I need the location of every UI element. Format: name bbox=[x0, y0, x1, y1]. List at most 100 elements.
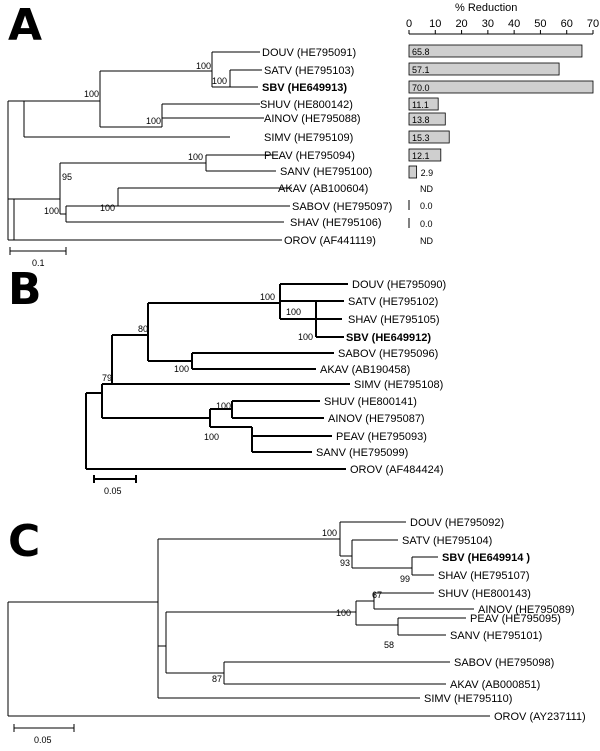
bootstrap-label: 100 bbox=[298, 332, 313, 342]
tree-a-branches bbox=[7, 51, 292, 241]
x-tick-label: 30 bbox=[482, 18, 494, 30]
bootstrap-label: 100 bbox=[188, 152, 203, 162]
taxon-label: AKAV (AB000851) bbox=[450, 679, 540, 691]
taxon-label: AKAV (AB190458) bbox=[320, 364, 410, 376]
bootstrap-label: 67 bbox=[372, 590, 382, 600]
bar-value-label: 0.0 bbox=[420, 201, 433, 211]
taxon-label: SANV (HE795100) bbox=[280, 166, 372, 178]
bootstrap-label: 100 bbox=[216, 401, 231, 411]
bootstrap-label: 100 bbox=[336, 608, 351, 618]
x-tick-label: 50 bbox=[534, 18, 546, 30]
bootstrap-label: 100 bbox=[196, 61, 211, 71]
bar-value-label: 2.9 bbox=[421, 168, 434, 178]
taxon-label: SANV (HE795101) bbox=[450, 630, 542, 642]
panel-b: B bbox=[8, 264, 446, 496]
taxon-label: SBV (HE649914 ) bbox=[442, 552, 530, 564]
taxon-label: SATV (HE795103) bbox=[264, 65, 354, 77]
taxon-label: OROV (AF484424) bbox=[350, 464, 444, 476]
bar bbox=[408, 130, 450, 144]
bar bbox=[408, 62, 560, 76]
taxon-label: SHUV (HE800141) bbox=[324, 396, 417, 408]
taxon-label: SATV (HE795102) bbox=[348, 296, 438, 308]
panel-letter-b: B bbox=[8, 264, 42, 315]
taxon-label: PEAV (HE795093) bbox=[336, 431, 427, 443]
taxon-label: SHUV (HE800143) bbox=[438, 588, 531, 600]
bootstrap-label: 100 bbox=[84, 89, 99, 99]
bar bbox=[408, 112, 446, 126]
taxon-label: AINOV (HE795087) bbox=[328, 413, 425, 425]
bootstrap-label: 100 bbox=[44, 206, 59, 216]
scale-bar-label: 0.05 bbox=[34, 735, 52, 745]
taxon-label: SABOV (HE795098) bbox=[454, 657, 554, 669]
bootstrap-label: 100 bbox=[146, 116, 161, 126]
bootstrap-label: 100 bbox=[204, 432, 219, 442]
taxon-label: SABOV (HE795096) bbox=[338, 348, 438, 360]
bootstrap-label: 100 bbox=[322, 528, 337, 538]
bootstrap-label: 58 bbox=[384, 640, 394, 650]
bootstrap-label: 80 bbox=[138, 324, 148, 334]
taxon-label: SHAV (HE795107) bbox=[438, 570, 530, 582]
bootstrap-label: 93 bbox=[340, 558, 350, 568]
taxon-label: AINOV (HE795089) bbox=[478, 604, 575, 616]
taxon-label: OROV (AY237111) bbox=[494, 711, 586, 723]
reduction-bar-chart: % Reduction 0 10 20 30 40 50 60 70 65.8 57.1 70.0 1… bbox=[406, 2, 599, 246]
panel-letter-c: C bbox=[8, 516, 40, 567]
bar bbox=[408, 148, 442, 162]
bootstrap-label: 87 bbox=[212, 674, 222, 684]
bootstrap-label: 100 bbox=[212, 76, 227, 86]
x-tick-label: 60 bbox=[561, 18, 573, 30]
taxa-labels-b: DOUV (HE795090) SATV (HE795102) SHAV (HE79… bbox=[316, 279, 446, 476]
taxa-labels-a: DOUV (HE795091)SATV (HE795103)SBV (HE649… bbox=[260, 47, 392, 247]
bar-value-label: 70.0 bbox=[412, 83, 430, 93]
scale-bar-a: 0.1 bbox=[9, 247, 67, 268]
taxon-label: PEAV (HE795094) bbox=[264, 150, 355, 162]
bar bbox=[408, 80, 594, 94]
taxa-labels-c: DOUV (HE795092) SATV (HE795104) SBV (HE649… bbox=[402, 517, 586, 723]
x-tick-label: 40 bbox=[508, 18, 520, 30]
bar-value-label: 11.1 bbox=[412, 100, 429, 110]
taxon-label: SHUV (HE800142) bbox=[260, 99, 353, 111]
taxon-label: SATV (HE795104) bbox=[402, 535, 492, 547]
taxon-label: OROV (AF441119) bbox=[284, 235, 376, 247]
panel-letter-a: A bbox=[8, 0, 42, 51]
taxon-label: SHAV (HE795106) bbox=[290, 217, 382, 229]
x-axis-title: % Reduction bbox=[455, 2, 517, 14]
scale-bar-label: 0.1 bbox=[32, 258, 45, 268]
bar-value-label: 57.1 bbox=[412, 65, 430, 75]
bar-value-label: 0.0 bbox=[420, 219, 433, 229]
taxon-label: AKAV (AB100604) bbox=[278, 183, 368, 195]
taxon-label: SBV (HE649912) bbox=[346, 332, 431, 344]
x-tick-label: 0 bbox=[406, 18, 412, 30]
x-tick-label: 70 bbox=[587, 18, 599, 30]
bootstrap-label: 79 bbox=[102, 373, 112, 383]
bar bbox=[408, 97, 439, 111]
taxon-label: SIMV (HE795110) bbox=[424, 693, 512, 705]
taxon-label: SHAV (HE795105) bbox=[348, 314, 440, 326]
bootstrap-label: 100 bbox=[286, 307, 301, 317]
taxon-label: SABOV (HE795097) bbox=[292, 201, 392, 213]
x-tick-label: 10 bbox=[429, 18, 441, 30]
bootstrap-label: 95 bbox=[62, 172, 72, 182]
bootstrap-label: 100 bbox=[174, 364, 189, 374]
tree-b-branches bbox=[85, 283, 350, 470]
bar bbox=[408, 44, 583, 58]
taxon-label: SIMV (HE795109) bbox=[264, 132, 353, 144]
bar-value-label: 65.8 bbox=[412, 47, 430, 57]
bar-value-label: ND bbox=[420, 184, 433, 194]
tree-c-branches bbox=[7, 521, 490, 717]
panel-a: A bbox=[7, 0, 599, 268]
bar bbox=[408, 165, 418, 179]
taxon-label: SBV (HE649913) bbox=[262, 82, 347, 94]
taxon-label: AINOV (HE795088) bbox=[264, 113, 361, 125]
x-tick-label: 20 bbox=[455, 18, 467, 30]
taxon-label: DOUV (HE795092) bbox=[410, 517, 504, 529]
taxon-label: SIMV (HE795108) bbox=[354, 379, 443, 391]
bar-value-label: 15.3 bbox=[412, 133, 430, 143]
bar-value-label: 13.8 bbox=[412, 115, 430, 125]
taxon-label: DOUV (HE795090) bbox=[352, 279, 446, 291]
panel-c: C bbox=[7, 516, 586, 745]
bootstrap-label: 99 bbox=[400, 574, 410, 584]
bootstrap-label: 100 bbox=[260, 292, 275, 302]
taxon-label: PEAV (HE795095) bbox=[470, 613, 561, 625]
